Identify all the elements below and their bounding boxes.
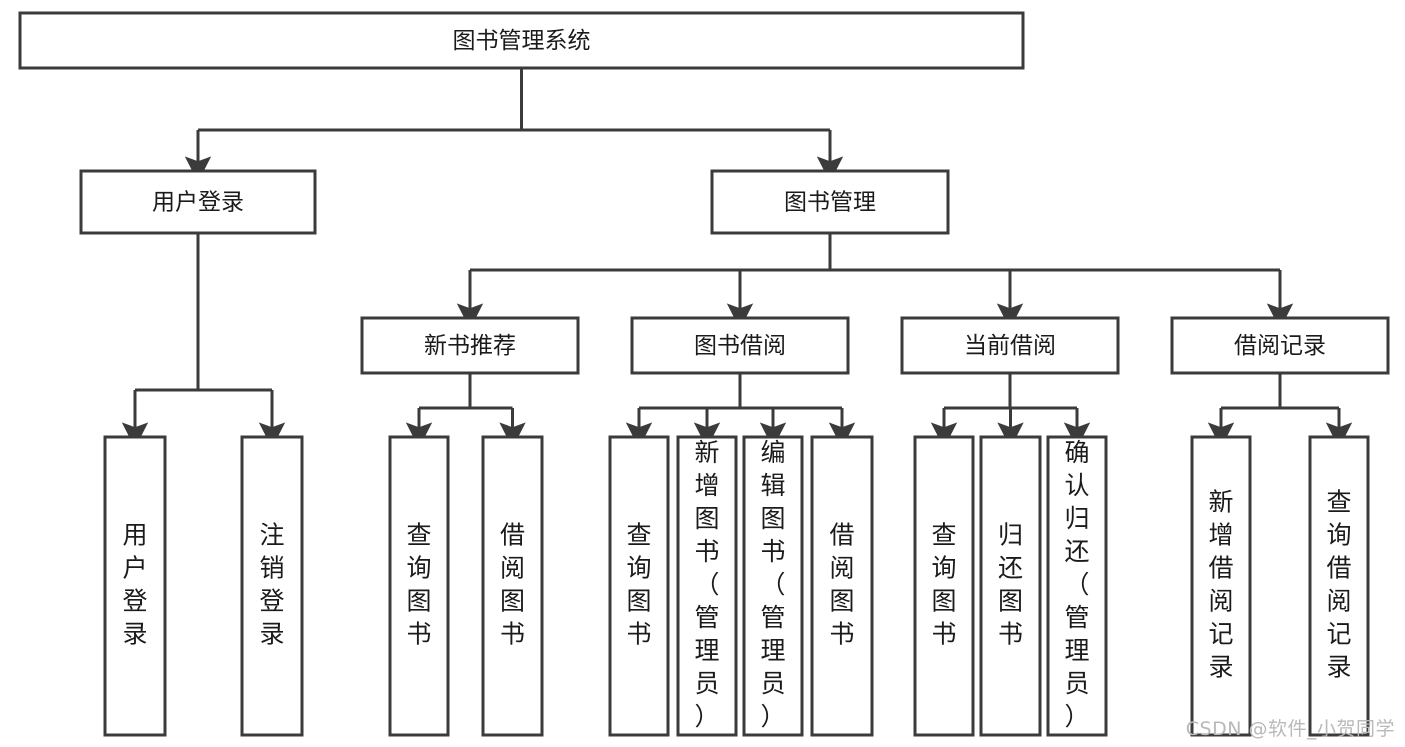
node-label: 用户登录 (122, 521, 147, 649)
node-label: 图书管理 (784, 190, 876, 216)
node-leaf-query-book-3[interactable]: 查询图书 (913, 435, 975, 737)
connector-layer (121, 68, 1353, 449)
node-label: 借阅图书 (500, 521, 525, 649)
node-leaf-logout[interactable]: 注销登录 (240, 435, 304, 737)
node-box (103, 435, 167, 737)
node-box (360, 316, 580, 375)
node-box (979, 435, 1042, 737)
node-label: 查询图书 (626, 521, 651, 649)
node-leaf-confirm-return[interactable]: 确认归还（管理员） (1046, 435, 1108, 737)
node-box (676, 435, 738, 737)
node-label: 确认归还（管理员） (1064, 438, 1089, 731)
node-leaf-user-login[interactable]: 用户登录 (103, 435, 167, 737)
node-label: 查询图书 (406, 521, 431, 649)
node-box (900, 316, 1120, 375)
node-label: 借阅记录 (1234, 333, 1326, 359)
node-label: 图书借阅 (694, 333, 786, 359)
node-box (18, 11, 1025, 70)
node-leaf-borrow-book-2[interactable]: 借阅图书 (810, 435, 874, 737)
node-leaf-query-book-1[interactable]: 查询图书 (388, 435, 450, 737)
node-label: 新增借阅记录 (1208, 488, 1233, 682)
node-label: 注销登录 (259, 521, 284, 649)
node-box (913, 435, 975, 737)
node-box (1190, 435, 1252, 737)
node-label: 当前借阅 (964, 333, 1056, 359)
node-box (630, 316, 850, 375)
node-root[interactable]: 图书管理系统 (18, 11, 1025, 70)
node-leaf-add-record[interactable]: 新增借阅记录 (1190, 435, 1252, 737)
node-leaf-edit-book[interactable]: 编辑图书（管理员） (742, 435, 804, 737)
node-new-book-recommend[interactable]: 新书推荐 (360, 316, 580, 375)
node-box (240, 435, 304, 737)
node-current-borrow[interactable]: 当前借阅 (900, 316, 1120, 375)
node-leaf-return-book[interactable]: 归还图书 (979, 435, 1042, 737)
node-box (608, 435, 670, 737)
node-user-login[interactable]: 用户登录 (79, 169, 317, 235)
node-leaf-add-book[interactable]: 新增图书（管理员） (676, 435, 738, 737)
node-label: 新增图书（管理员） (694, 438, 719, 731)
node-leaf-query-record[interactable]: 查询借阅记录 (1308, 435, 1370, 737)
node-label: 图书管理系统 (453, 28, 591, 54)
node-box (810, 435, 874, 737)
watermark-text: CSDN @软件_小贺同学 (1185, 718, 1395, 740)
node-label: 查询借阅记录 (1326, 488, 1351, 682)
node-layer: 图书管理系统用户登录图书管理新书推荐图书借阅当前借阅借阅记录用户登录注销登录查询… (18, 11, 1390, 737)
node-label: 借阅图书 (829, 521, 854, 649)
node-label: 归还图书 (998, 521, 1023, 649)
node-box (1170, 316, 1390, 375)
node-label: 新书推荐 (424, 333, 516, 359)
node-leaf-borrow-book-1[interactable]: 借阅图书 (481, 435, 544, 737)
node-label: 查询图书 (931, 521, 956, 649)
node-box (710, 169, 950, 235)
node-box (79, 169, 317, 235)
node-label: 用户登录 (152, 190, 244, 216)
node-book-manage[interactable]: 图书管理 (710, 169, 950, 235)
node-box (742, 435, 804, 737)
node-label: 编辑图书（管理员） (760, 438, 785, 731)
node-box (1308, 435, 1370, 737)
node-leaf-query-book-2[interactable]: 查询图书 (608, 435, 670, 737)
node-borrow-record[interactable]: 借阅记录 (1170, 316, 1390, 375)
node-book-borrow[interactable]: 图书借阅 (630, 316, 850, 375)
node-box (481, 435, 544, 737)
node-box (1046, 435, 1108, 737)
node-box (388, 435, 450, 737)
